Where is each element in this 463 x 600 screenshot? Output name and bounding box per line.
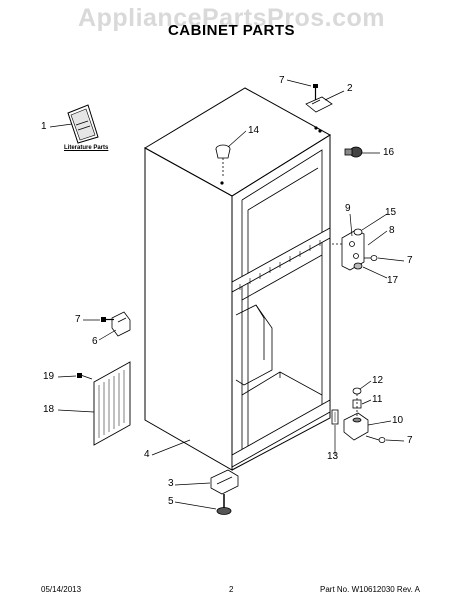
callout-18: 18 <box>43 404 55 415</box>
footer-date: 05/14/2013 <box>41 585 82 594</box>
literature-parts-label: Literature Parts <box>64 145 109 151</box>
callout-7-center: 7 <box>407 255 413 266</box>
callout-17: 17 <box>387 275 399 286</box>
callout-9: 9 <box>345 203 351 214</box>
top-hinge <box>305 96 333 113</box>
leveling-foot <box>216 494 232 515</box>
door-stop <box>111 311 131 337</box>
rear-access-panel <box>93 361 131 446</box>
callout-2: 2 <box>347 83 353 94</box>
center-hinge-spacer <box>353 228 363 236</box>
footer-page-number: 2 <box>229 585 234 594</box>
screw-door-stop <box>101 317 114 322</box>
callout-7-bottom: 7 <box>407 435 413 446</box>
callout-6: 6 <box>92 336 98 347</box>
center-hinge-washer <box>353 262 363 270</box>
leveling-leg-bracket <box>210 469 239 495</box>
callout-13: 13 <box>327 451 339 462</box>
callout-15: 15 <box>385 207 397 218</box>
screw-bottom-hinge <box>365 435 386 443</box>
hinge-shim <box>331 409 339 425</box>
callout-7-top: 7 <box>279 75 285 86</box>
callout-3: 3 <box>168 478 174 489</box>
callout-leader-lines <box>49 79 405 510</box>
top-leveling-knob <box>215 144 231 176</box>
screw-center-hinge <box>364 255 378 261</box>
callout-14: 14 <box>248 125 260 136</box>
callout-4: 4 <box>144 449 150 460</box>
callout-8: 8 <box>389 225 395 236</box>
center-hinge <box>332 229 365 271</box>
hole-plug <box>344 146 363 158</box>
screw-top-hinge <box>313 84 318 100</box>
callout-11: 11 <box>372 394 383 405</box>
callout-16: 16 <box>383 147 395 158</box>
callout-12: 12 <box>372 375 384 386</box>
callout-19: 19 <box>43 371 55 382</box>
callout-10: 10 <box>392 415 404 426</box>
callout-5: 5 <box>168 496 174 507</box>
footer-part-number: Part No. W10612030 Rev. A <box>320 585 420 594</box>
refrigerator-cabinet <box>143 87 331 471</box>
callout-7-door-stop: 7 <box>75 314 81 325</box>
literature-booklet <box>67 104 99 144</box>
callout-1: 1 <box>41 121 47 132</box>
screw-rear-panel <box>77 373 93 380</box>
bottom-hinge <box>343 394 369 441</box>
page-title: CABINET PARTS <box>167 22 296 39</box>
watermark: AppliancePartsPros.com <box>78 4 385 32</box>
hinge-pin-cap <box>352 387 362 395</box>
